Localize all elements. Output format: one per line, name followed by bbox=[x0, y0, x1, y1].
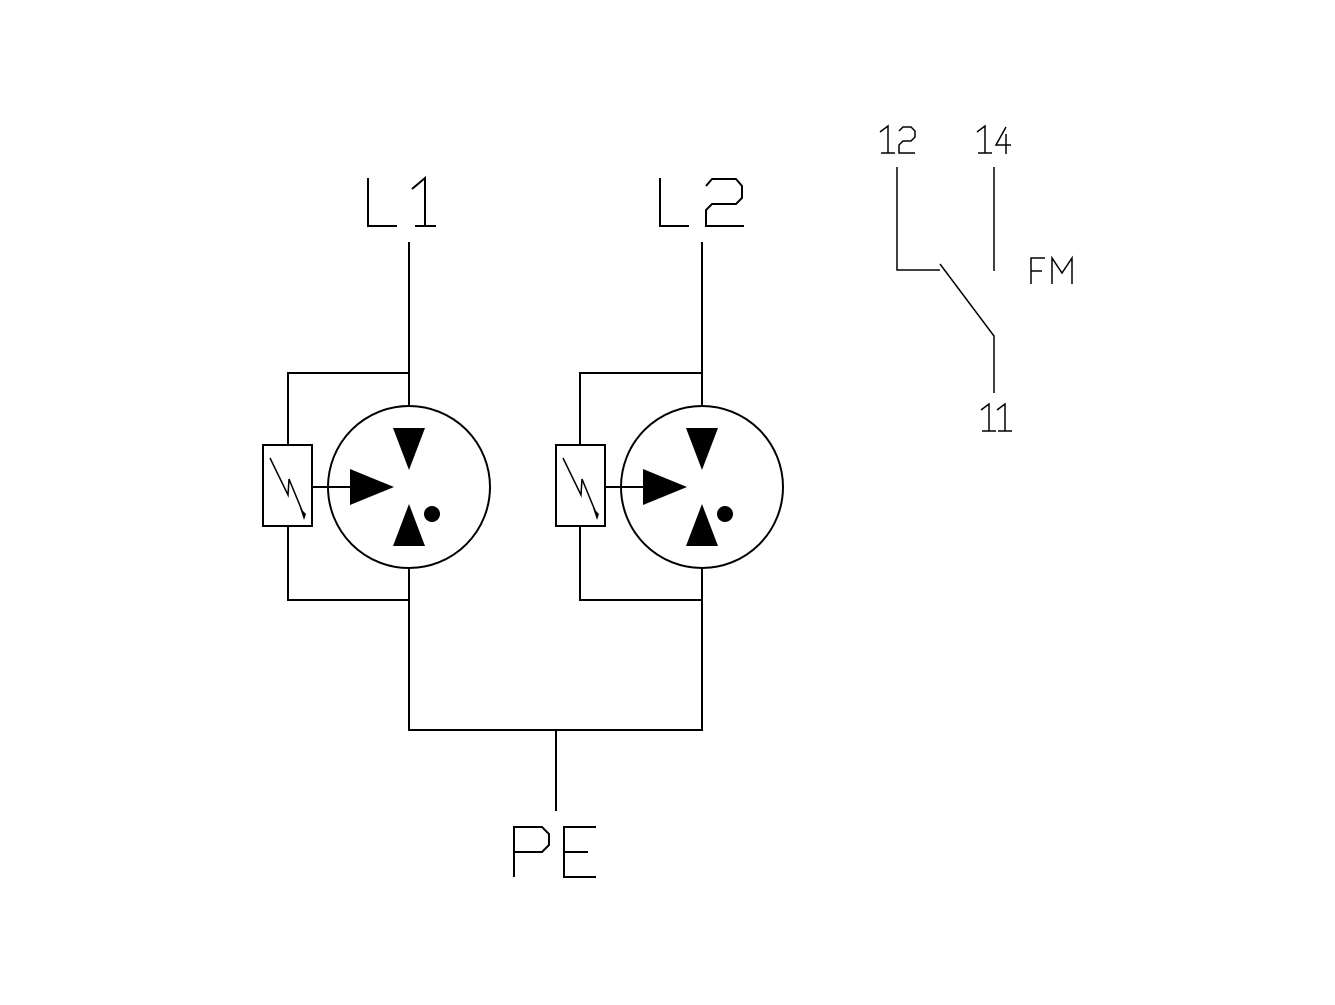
fm-label bbox=[1030, 255, 1073, 284]
thermal-disconnector-icon bbox=[555, 444, 606, 527]
arrow-right-icon bbox=[643, 469, 687, 505]
spd-channel-l1 bbox=[262, 242, 491, 731]
arrow-down-icon bbox=[686, 428, 718, 470]
arrow-up-icon bbox=[686, 504, 718, 546]
dot-icon bbox=[717, 506, 733, 522]
l1-disconnector-bottom-wire bbox=[287, 525, 410, 601]
dot-icon bbox=[424, 506, 440, 522]
spd-channel-l2 bbox=[555, 242, 784, 731]
pe-label bbox=[513, 826, 596, 878]
pin-12-label bbox=[879, 124, 916, 154]
arrow-right-icon bbox=[350, 469, 394, 505]
pin-14-label bbox=[976, 124, 1011, 154]
contact-nc-wire bbox=[896, 167, 940, 271]
arrow-down-icon bbox=[393, 428, 425, 470]
l2-disconnector-top-wire bbox=[579, 372, 703, 446]
arrow-up-icon bbox=[393, 504, 425, 546]
thermal-disconnector-icon bbox=[262, 444, 313, 527]
l2-label bbox=[659, 178, 744, 227]
contact-blade bbox=[939, 263, 995, 393]
changeover-contact-icon bbox=[896, 167, 995, 393]
l2-disconnector-bottom-wire bbox=[579, 525, 703, 601]
pe-bus bbox=[408, 729, 703, 811]
l1-disconnector-top-wire bbox=[287, 372, 410, 446]
pin-11-label bbox=[980, 402, 1012, 432]
l1-label bbox=[367, 175, 436, 227]
